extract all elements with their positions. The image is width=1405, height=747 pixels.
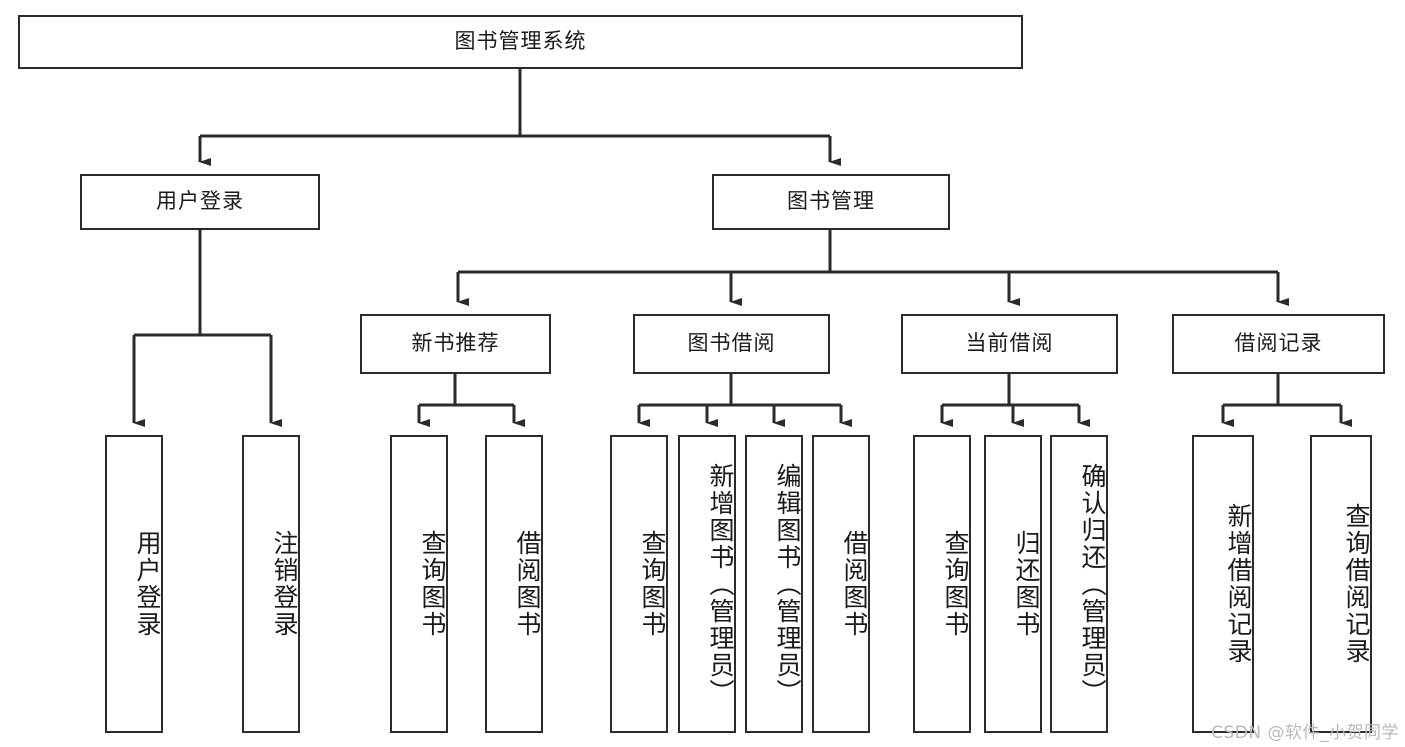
node-label: 借阅图书 xyxy=(840,530,869,638)
node-label: 借阅记录 xyxy=(1234,331,1323,356)
node-label: 图书管理 xyxy=(787,189,875,214)
node-label: 确认归还（管理员） xyxy=(1078,462,1107,706)
node-leaf-query-book-current[interactable]: 查询图书 xyxy=(913,435,971,733)
node-label: 图书借阅 xyxy=(687,331,776,356)
node-level2-user-login[interactable]: 用户登录 xyxy=(80,174,320,230)
node-leaf-borrow-book-recommend[interactable]: 借阅图书 xyxy=(485,435,543,733)
node-leaf-logout[interactable]: 注销登录 xyxy=(242,435,300,733)
node-label: 归还图书 xyxy=(1012,530,1041,638)
node-label: 用户登录 xyxy=(156,189,244,214)
node-label: 查询图书 xyxy=(941,530,970,638)
node-label: 编辑图书（管理员） xyxy=(773,462,802,706)
node-leaf-query-book-borrow[interactable]: 查询图书 xyxy=(610,435,668,733)
node-label: 当前借阅 xyxy=(965,331,1054,356)
node-label: 查询图书 xyxy=(418,530,447,638)
node-label: 借阅图书 xyxy=(513,530,542,638)
node-leaf-add-borrow-record[interactable]: 新增借阅记录 xyxy=(1192,435,1254,733)
node-leaf-query-borrow-record[interactable]: 查询借阅记录 xyxy=(1310,435,1372,733)
node-label: 用户登录 xyxy=(133,530,162,638)
node-leaf-add-book-admin[interactable]: 新增图书（管理员） xyxy=(678,435,736,733)
node-level2-book-management[interactable]: 图书管理 xyxy=(712,174,950,230)
node-level3-borrow-records[interactable]: 借阅记录 xyxy=(1172,314,1385,374)
node-label: 注销登录 xyxy=(270,530,299,638)
node-label: 图书管理系统 xyxy=(454,29,587,54)
node-level3-book-borrow[interactable]: 图书借阅 xyxy=(633,314,830,374)
watermark-text: CSDN @软件_小贺同学 xyxy=(1211,723,1399,743)
node-leaf-return-book[interactable]: 归还图书 xyxy=(984,435,1042,733)
node-leaf-edit-book-admin[interactable]: 编辑图书（管理员） xyxy=(745,435,803,733)
node-label: 新增图书（管理员） xyxy=(706,462,735,706)
node-level3-current-borrow[interactable]: 当前借阅 xyxy=(901,314,1118,374)
node-leaf-query-book-recommend[interactable]: 查询图书 xyxy=(390,435,448,733)
node-leaf-confirm-return-admin[interactable]: 确认归还（管理员） xyxy=(1050,435,1108,733)
node-label: 新增借阅记录 xyxy=(1224,503,1253,665)
node-label: 查询借阅记录 xyxy=(1342,503,1371,665)
node-leaf-user-login[interactable]: 用户登录 xyxy=(105,435,163,733)
node-leaf-borrow-book[interactable]: 借阅图书 xyxy=(812,435,870,733)
node-level3-new-book-recommend[interactable]: 新书推荐 xyxy=(360,314,551,374)
node-root[interactable]: 图书管理系统 xyxy=(18,15,1023,69)
node-label: 新书推荐 xyxy=(411,331,500,356)
node-label: 查询图书 xyxy=(638,530,667,638)
